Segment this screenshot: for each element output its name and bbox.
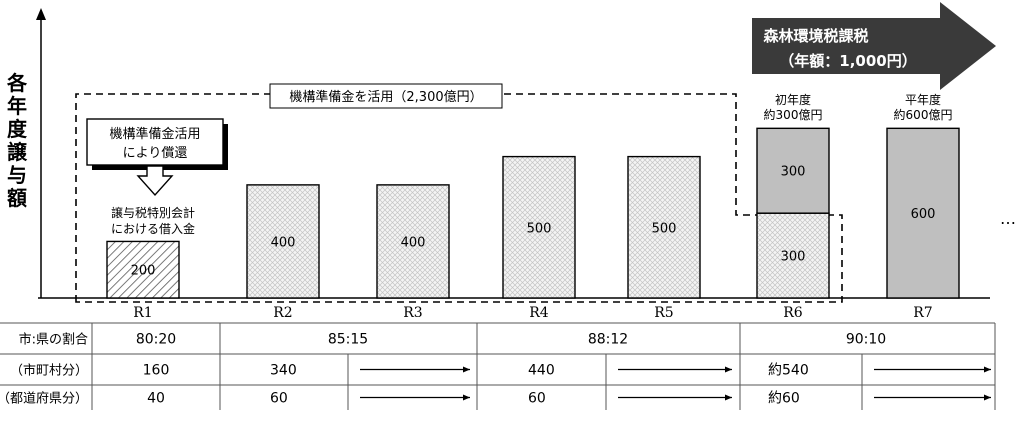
ylabel-char: 与 [7, 163, 27, 187]
repay-box-line2: により償還 [123, 146, 188, 161]
ylabel-char: 額 [6, 186, 27, 210]
ylabel-char: 年 [7, 94, 27, 118]
allocation-table: 市:県の割合 （市町村分） （都道府県分） 80:20 85:15 88:12 90:10 1… [0, 322, 996, 410]
bar-value-label: 600 [911, 207, 936, 222]
table-ratio-cell: 80:20 [136, 332, 176, 348]
x-tick-labels: R1 R2 R3 R4 R5 R6 R7 [133, 305, 932, 321]
table-row-label: （都道府県分） [0, 392, 88, 407]
y-axis-arrow [36, 8, 46, 20]
table-value-cell: 440 [528, 363, 555, 379]
table-value-cell: 60 [270, 391, 288, 407]
table-ratio-cell: 90:10 [846, 332, 886, 348]
x-tick-label: R4 [529, 305, 549, 321]
bar-value-label: 400 [271, 235, 296, 250]
continuation-ellipsis: … [1000, 209, 1016, 228]
x-tick-label: R2 [273, 305, 292, 321]
bar-value-label: 300 [781, 250, 806, 265]
table-ratio-cell: 88:12 [588, 332, 628, 348]
bar-value-label: 300 [781, 165, 806, 180]
bar-value-label: 200 [131, 264, 156, 279]
ylabel-char: 度 [7, 117, 28, 141]
bar-R1-hatch [106, 240, 180, 299]
bar-value-label: 500 [652, 221, 677, 236]
first-year-label-line2: 約300億円 [764, 107, 823, 122]
y-axis-label: 各 年 度 譲 与 額 [6, 71, 28, 210]
normal-year-label-line1: 平年度 [905, 92, 941, 107]
x-tick-label: R3 [403, 305, 422, 321]
table-row-label: （市町村分） [10, 363, 88, 379]
bar-R3-crosshatch [376, 184, 450, 299]
reserve-fund-label-box [269, 83, 503, 109]
bar-R4-crosshatch [502, 155, 576, 299]
table-row-label: 市:県の割合 [19, 332, 88, 348]
bar-value-label: 500 [527, 221, 552, 236]
reserve-fund-dashed-region [75, 93, 843, 303]
table-ratio-cell: 85:15 [328, 332, 368, 348]
table-value-cell: 340 [270, 363, 297, 379]
bar-R5-crosshatch [627, 155, 701, 299]
normal-year-label-line2: 約600億円 [894, 107, 953, 122]
loan-text-line2: における借入金 [111, 221, 195, 236]
x-tick-label: R7 [913, 305, 932, 321]
bars-group: 200 400 400 500 500 300 300 600 [106, 127, 960, 299]
tax-arrow-line2: （年額：1,000円） [779, 52, 916, 70]
tax-arrow-shape [752, 2, 996, 90]
x-tick-label: R6 [783, 305, 803, 321]
repay-down-arrow [136, 165, 174, 197]
first-year-label-line1: 初年度 [775, 92, 811, 107]
tax-arrow-line1: 森林環境税課税 [763, 27, 868, 45]
x-tick-label: R1 [133, 305, 152, 321]
table-value-cell: 約540 [768, 363, 809, 379]
reserve-fund-label: 機構準備金を活用（2,300億円） [289, 89, 482, 105]
bar-R2-crosshatch [246, 184, 320, 299]
table-value-cell: 40 [147, 391, 165, 407]
bar-R6-gray [756, 127, 830, 214]
bar-value-label: 400 [401, 235, 426, 250]
ylabel-char: 譲 [7, 140, 28, 164]
table-value-cell: 60 [528, 391, 546, 407]
repay-box-line1: 機構準備金活用 [109, 126, 200, 142]
loan-text-line1: 譲与税特別会計 [111, 205, 195, 220]
bar-R7-gray [886, 127, 960, 299]
repay-box [86, 118, 224, 166]
x-tick-label: R5 [654, 305, 673, 321]
bar-R6-crosshatch [756, 212, 830, 299]
table-value-cell: 160 [143, 363, 170, 379]
ylabel-char: 各 [6, 71, 28, 95]
table-value-cell: 約60 [768, 391, 800, 407]
